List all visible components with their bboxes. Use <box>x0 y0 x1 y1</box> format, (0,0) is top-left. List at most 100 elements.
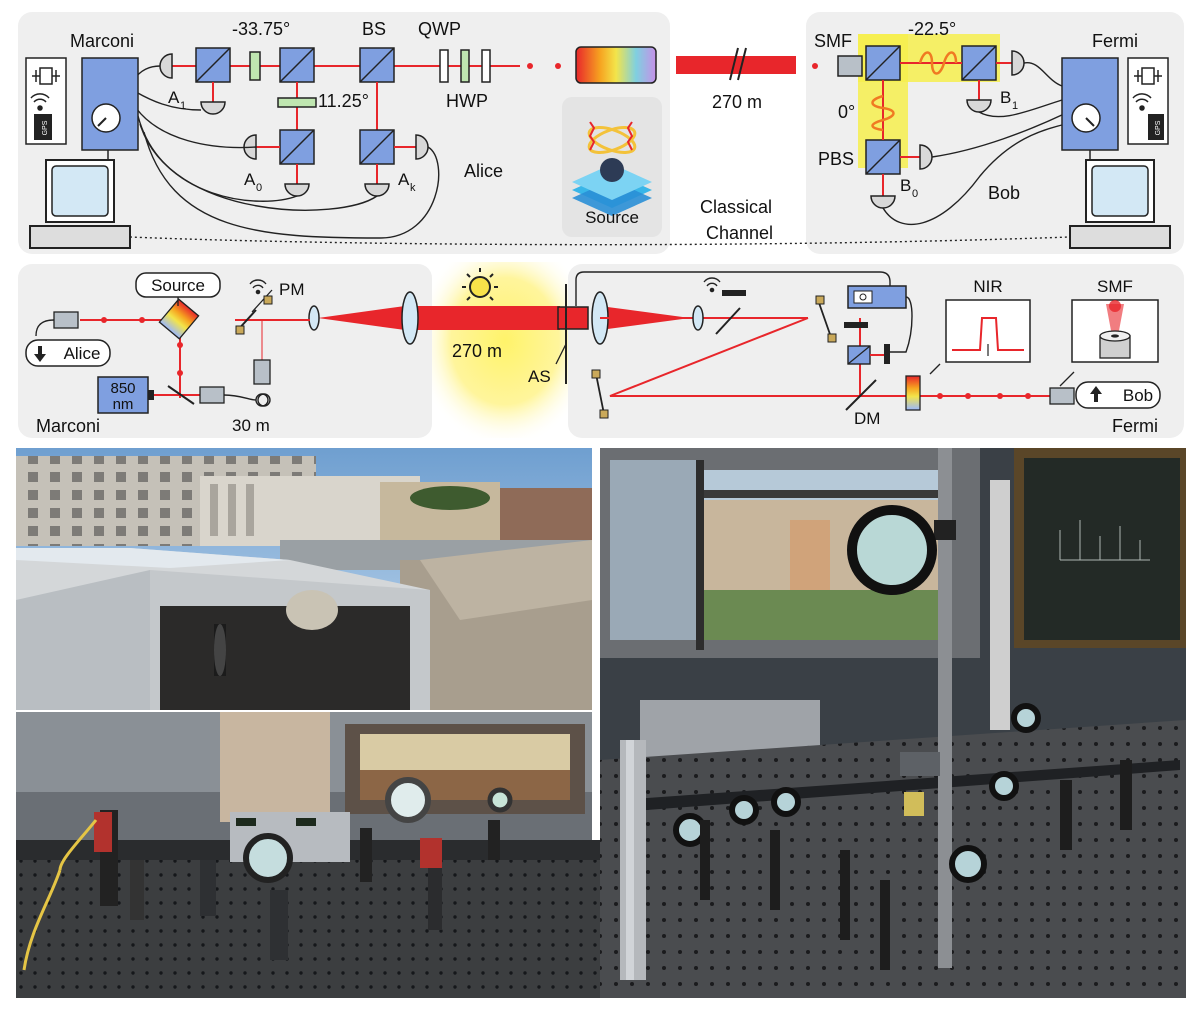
nir-spectrum-curve <box>952 317 1024 351</box>
source-label: Source <box>151 276 205 295</box>
cable <box>890 296 913 353</box>
fiber-core <box>1111 334 1119 338</box>
mirror <box>595 373 605 415</box>
beam-dot <box>555 63 561 69</box>
cube-diagonal <box>359 129 395 165</box>
arrow-down-icon <box>34 346 46 362</box>
fiber-coupler-icon <box>837 55 863 77</box>
detector-label-b0: B <box>900 176 911 195</box>
mount <box>827 333 837 343</box>
source-label: Source <box>585 208 639 227</box>
smf-beam <box>1106 304 1124 336</box>
camera-screen <box>853 290 873 304</box>
source-crystal <box>158 298 200 340</box>
qwp-label: QWP <box>418 19 461 39</box>
detector-sub: k <box>410 182 416 194</box>
middle-panel: 850 nm Source Alice <box>18 262 1184 438</box>
bob-cables <box>882 62 1067 225</box>
detector-sub: 0 <box>912 188 918 200</box>
marconi-label: Marconi <box>70 31 134 51</box>
detector-label-a1: A <box>168 88 180 107</box>
detector-sub: 0 <box>256 182 262 194</box>
pm-mount <box>235 325 245 335</box>
alice-panel-bg <box>18 12 670 254</box>
beam-dot <box>177 370 183 376</box>
angle-label: -22.5° <box>908 19 956 39</box>
detector-icon <box>159 53 173 79</box>
classical-channel-line <box>129 236 1071 246</box>
detector-block <box>884 344 890 364</box>
clock-icon <box>1134 67 1162 85</box>
fiber-spool <box>575 46 657 84</box>
lens <box>692 305 704 331</box>
waveplate-1125 <box>277 97 317 108</box>
nir-label: NIR <box>973 277 1002 296</box>
detector-icon <box>284 183 310 197</box>
alice-label: Alice <box>464 161 503 181</box>
gps-receiver <box>1148 114 1164 140</box>
cube-diagonal <box>359 47 395 83</box>
fiber <box>223 394 257 401</box>
beam-dot <box>965 393 971 399</box>
filter <box>905 375 921 411</box>
gps-antenna-icon <box>30 93 50 111</box>
pm-label: PM <box>279 280 305 299</box>
smf-spot <box>1109 300 1121 312</box>
bs-label: BS <box>362 19 386 39</box>
beam-dot <box>139 317 145 323</box>
as-label: AS <box>528 367 551 386</box>
laser-850nm <box>97 376 149 414</box>
fiber-coil <box>918 51 958 75</box>
alice-box <box>25 339 111 367</box>
hwp-label: HWP <box>446 91 488 111</box>
mount <box>722 290 746 296</box>
pbs-label: PBS <box>818 149 854 169</box>
detector-icon <box>966 99 992 113</box>
mount <box>599 409 609 419</box>
cube-diagonal <box>195 47 231 83</box>
bob-label: Bob <box>988 183 1020 203</box>
dichroic-mirror <box>845 379 877 411</box>
fermi-label: Fermi <box>1112 416 1158 436</box>
beam-dot <box>997 393 1003 399</box>
angle-label: 11.25° <box>318 91 369 111</box>
fiber <box>35 319 55 337</box>
mount <box>815 295 825 305</box>
pm-mount <box>263 295 273 305</box>
smf-label: SMF <box>814 31 852 51</box>
fiber-coupler-icon <box>199 386 225 404</box>
wifi-icon <box>249 279 267 295</box>
beam-dot <box>812 63 818 69</box>
fiber-coupler-icon <box>253 359 271 385</box>
laser-label: 850 <box>110 380 135 397</box>
gps-receiver <box>34 114 52 140</box>
pointer <box>1059 371 1075 387</box>
laser-aperture <box>148 390 154 400</box>
clock-icon <box>32 67 60 85</box>
angle-label: 0° <box>838 102 855 122</box>
qwp-plate <box>439 49 449 83</box>
detector-label-b1: B <box>1000 88 1011 107</box>
cube-diagonal <box>865 139 901 175</box>
detector-icon <box>919 144 933 170</box>
cube-diagonal <box>279 47 315 83</box>
smf-label: SMF <box>1097 277 1133 296</box>
dial-needle <box>1085 117 1095 127</box>
lens <box>401 291 419 345</box>
beam-dot <box>101 317 107 323</box>
cube-diagonal <box>279 129 315 165</box>
mirror-arm <box>251 289 273 313</box>
sun-icon <box>462 268 498 301</box>
rooftop-photo <box>16 448 592 710</box>
camera-lens <box>859 293 867 301</box>
laser-label: nm <box>113 396 134 413</box>
detector-icon <box>364 183 390 197</box>
detector-label-ak: A <box>398 170 410 189</box>
source-inset <box>562 97 662 237</box>
cube-diagonal <box>961 45 997 81</box>
gps-label: GPS <box>1155 120 1162 135</box>
pointer <box>929 363 941 375</box>
fiber-coupler-icon <box>1049 387 1075 405</box>
aperture-stop <box>557 306 589 330</box>
dial-needle <box>97 117 107 127</box>
